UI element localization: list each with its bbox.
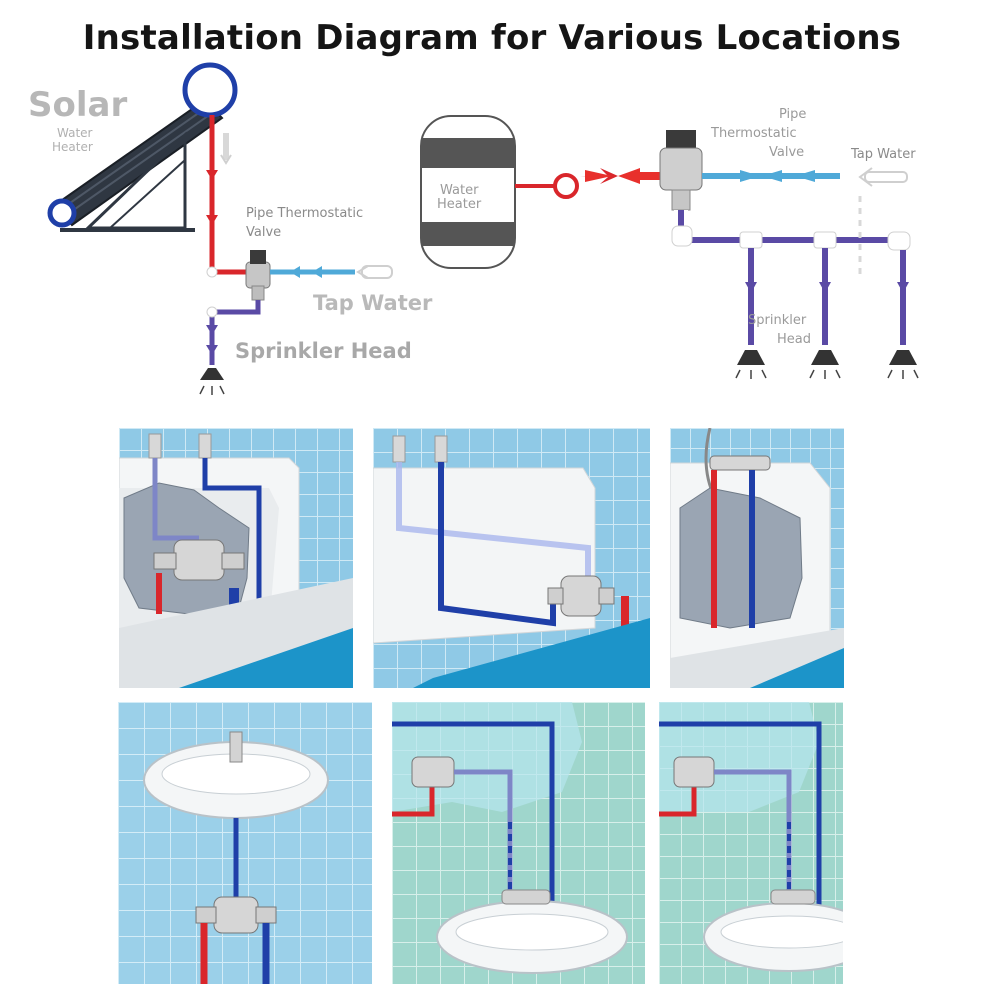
- cold-pipe-solar: [270, 265, 393, 279]
- solar-valve-label: Pipe Thermostatic: [246, 206, 363, 221]
- scene-washbasin-wall-mixer-b: [659, 702, 843, 984]
- tank-sprinkler-label-2: Head: [777, 332, 811, 347]
- tank-valve-label-3: Valve: [769, 145, 804, 160]
- water-heater-tank: [420, 115, 516, 269]
- tank-tap-water-label: Tap Water: [850, 147, 916, 162]
- solar-heater-label-2: Heater: [52, 140, 93, 154]
- tank-heater-label-2: Heater: [437, 197, 482, 212]
- sprinkler-heads-tank: [735, 350, 919, 379]
- tank-sprinkler-label: Sprinkler: [748, 313, 807, 328]
- solar-valve-label-2: Valve: [246, 225, 281, 240]
- mixed-pipe-tank: [671, 196, 911, 345]
- solar-heater-label: Water: [57, 126, 93, 140]
- thermostatic-valve-solar: [245, 250, 271, 301]
- hot-pipe-tank: [515, 168, 662, 199]
- tank-valve-label: Pipe: [779, 107, 806, 122]
- solar-tap-water-label: Tap Water: [313, 291, 433, 315]
- installation-diagram: Solar Water Heater Pipe Thermostatic Val…: [28, 62, 919, 395]
- scene-bathtub-wall-mixer: [119, 428, 353, 688]
- solar-sprinkler-label: Sprinkler Head: [235, 339, 412, 363]
- solar-collector: [47, 62, 238, 232]
- tank-valve-label-2: Thermostatic: [710, 126, 797, 141]
- page-title: Installation Diagram for Various Locatio…: [82, 18, 902, 58]
- scene-washbasin-wall-mixer-a: [392, 702, 645, 984]
- tank-heater-label: Water: [440, 183, 479, 198]
- cold-pipe-tank: [702, 167, 908, 187]
- scene-bathtub-exposed-pipes: [373, 428, 650, 688]
- thermostatic-valve-tank: [659, 130, 703, 211]
- solar-heading: Solar: [28, 85, 127, 125]
- scene-shower-wall-mixer: [670, 428, 844, 688]
- hot-pipe-solar: [206, 115, 248, 278]
- mixed-pipe-solar: [206, 300, 261, 365]
- scene-washbasin-under-mixer: [118, 702, 372, 984]
- sprinkler-head-solar: [199, 368, 225, 395]
